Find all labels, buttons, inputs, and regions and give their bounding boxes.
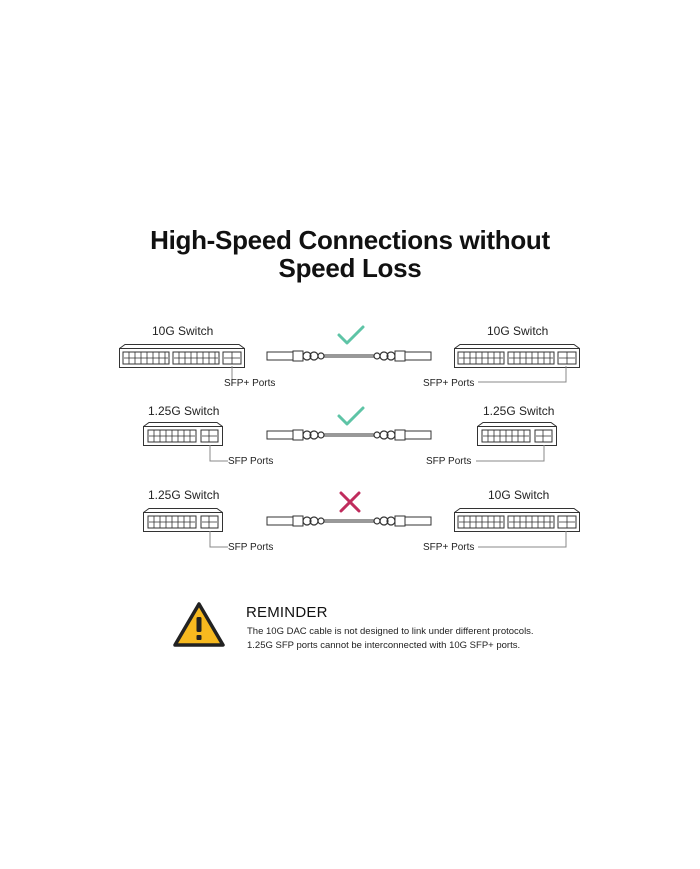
left-port-leader — [209, 445, 228, 462]
right-switch-10g — [454, 508, 580, 532]
left-port-leader — [231, 366, 233, 384]
left-port-label: SFP Ports — [228, 542, 274, 553]
left-switch-label: 10G Switch — [152, 324, 214, 338]
page-title: High-Speed Connections without Speed Los… — [0, 226, 700, 282]
left-port-label: SFP Ports — [228, 456, 274, 467]
reminder-line-2: 1.25G SFP ports cannot be interconnected… — [247, 640, 521, 651]
dac-cable — [266, 350, 432, 362]
right-switch-label: 1.25G Switch — [483, 404, 555, 418]
warning-triangle-icon — [173, 602, 225, 647]
title-line-2: Speed Loss — [278, 253, 422, 283]
left-switch-label: 1.25G Switch — [148, 404, 220, 418]
checkmark-icon — [337, 406, 365, 426]
right-switch-1-25g — [477, 422, 557, 446]
dac-cable — [266, 515, 432, 527]
left-switch-1-25g — [143, 422, 223, 446]
right-port-label: SFP+ Ports — [423, 542, 475, 553]
right-port-leader — [476, 445, 545, 462]
checkmark-icon — [337, 325, 365, 345]
connection-row-3: 1.25G Switch 10G Switch SFP Port — [0, 484, 700, 564]
reminder-line-1: The 10G DAC cable is not designed to lin… — [247, 626, 534, 637]
right-port-leader — [478, 366, 567, 383]
left-switch-label: 1.25G Switch — [148, 488, 220, 502]
left-port-label: SFP+ Ports — [224, 378, 276, 389]
cross-icon — [339, 491, 361, 513]
right-port-label: SFP+ Ports — [423, 378, 475, 389]
right-port-leader — [478, 531, 567, 548]
connection-row-2: 1.25G Switch 1.25G Switch SFP Ports — [0, 400, 700, 480]
right-switch-10g — [454, 344, 580, 368]
right-switch-label: 10G Switch — [487, 324, 549, 338]
right-port-label: SFP Ports — [426, 456, 472, 467]
left-port-leader — [209, 531, 228, 548]
reminder-heading: REMINDER — [246, 604, 328, 621]
right-switch-label: 10G Switch — [488, 488, 550, 502]
connection-row-1: 10G Switch 10G Switch SFP+ Ports — [0, 320, 700, 400]
left-switch-10g — [119, 344, 245, 368]
dac-cable — [266, 429, 432, 441]
left-switch-1-25g — [143, 508, 223, 532]
title-line-1: High-Speed Connections without — [150, 225, 550, 255]
